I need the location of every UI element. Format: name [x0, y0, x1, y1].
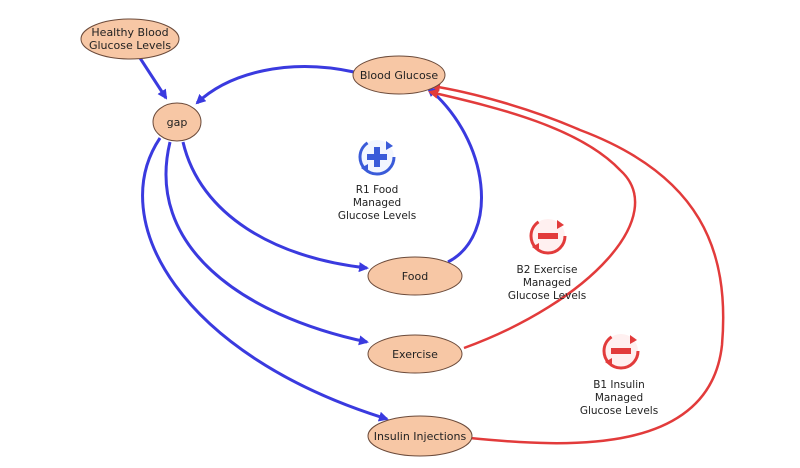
node-food[interactable]: Food: [367, 256, 463, 296]
balancing-loop-icon: [602, 332, 640, 370]
reinforcing-loop-icon: [358, 138, 396, 176]
link-exercise-to-bloodglucose: [428, 88, 637, 350]
node-label: Exercise: [392, 348, 438, 361]
link-bloodglucose-to-gap: [195, 65, 355, 105]
loop-b1-insulin: B1 Insulin Managed Glucose Levels: [580, 332, 658, 417]
node-insulin-injections[interactable]: Insulin Injections: [367, 415, 473, 457]
loop-label: Managed: [523, 277, 571, 289]
positive-links: [138, 57, 483, 422]
loop-r1-food: R1 Food Managed Glucose Levels: [338, 138, 416, 222]
loop-b2-exercise: B2 Exercise Managed Glucose Levels: [508, 217, 586, 302]
loop-label: Managed: [595, 392, 643, 404]
node-label: Insulin Injections: [374, 430, 467, 443]
node-exercise[interactable]: Exercise: [367, 334, 463, 374]
node-label: Blood Glucose: [360, 69, 439, 82]
link-gap-to-insulin: [141, 137, 389, 422]
loop-label: Glucose Levels: [508, 290, 586, 302]
link-healthy-to-gap: [138, 57, 168, 100]
loop-label: R1 Food: [356, 184, 399, 196]
node-label: Food: [402, 270, 428, 283]
link-gap-to-food: [181, 141, 369, 273]
link-gap-to-exercise: [164, 141, 369, 346]
node-label: Healthy Blood: [91, 26, 168, 39]
node-label: gap: [167, 116, 188, 129]
loop-label: Managed: [353, 197, 401, 209]
loop-label: B2 Exercise: [517, 264, 578, 276]
node-label: Glucose Levels: [89, 39, 171, 52]
loop-label: B1 Insulin: [593, 379, 645, 391]
node-healthy-blood-glucose[interactable]: Healthy Blood Glucose Levels: [80, 18, 180, 60]
loop-label: Glucose Levels: [338, 210, 416, 222]
node-gap[interactable]: gap: [152, 102, 202, 142]
link-food-to-bloodglucose: [426, 86, 483, 264]
node-blood-glucose[interactable]: Blood Glucose: [352, 55, 446, 95]
negative-links: [428, 82, 725, 445]
balancing-loop-icon: [529, 217, 567, 255]
loop-label: Glucose Levels: [580, 405, 658, 417]
link-insulin-to-bloodglucose: [430, 82, 725, 445]
